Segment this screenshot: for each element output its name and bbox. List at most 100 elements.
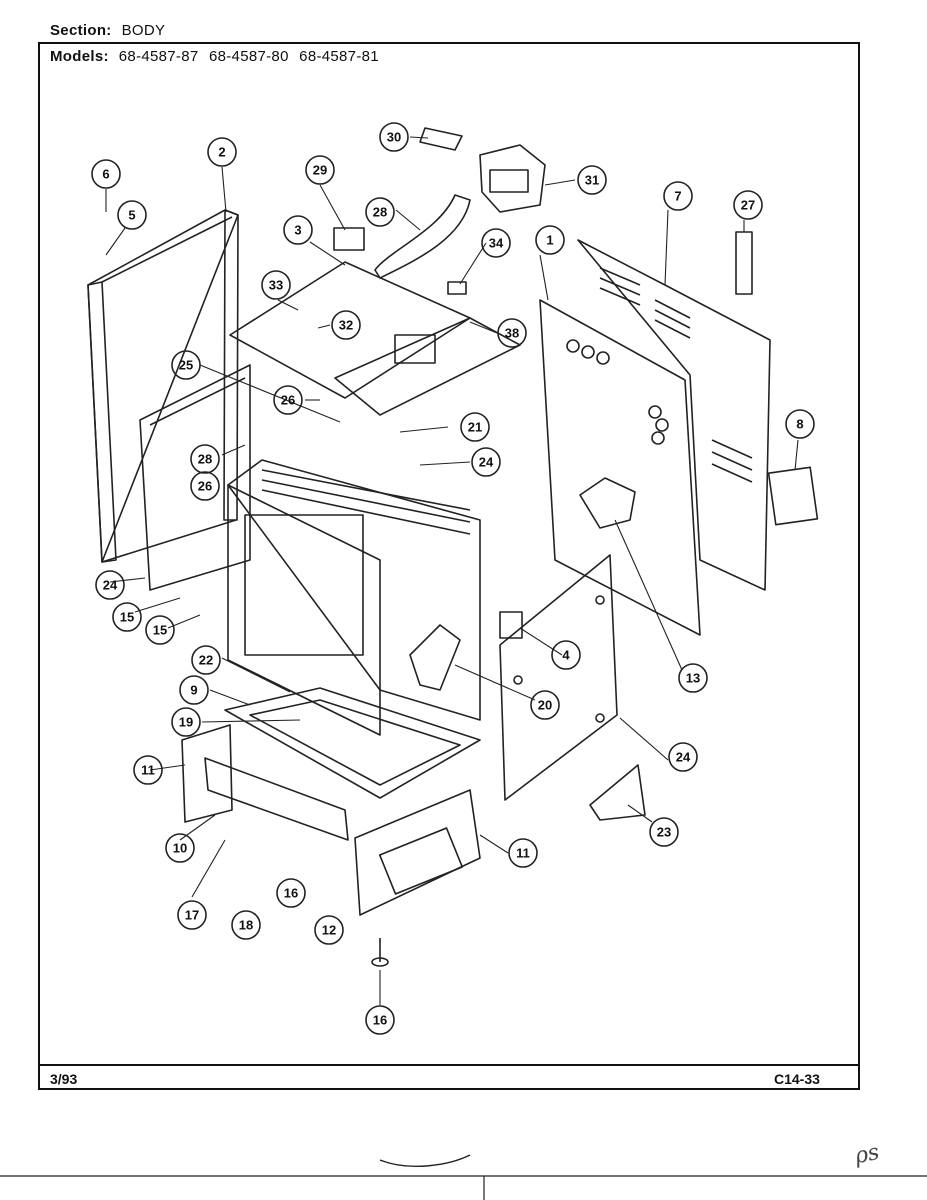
callout-number: 3: [294, 223, 301, 238]
callout-26: 25: [171, 350, 201, 380]
callout-number: 9: [190, 683, 197, 698]
callout-25: 24: [471, 447, 501, 477]
callout-number: 26: [198, 479, 212, 494]
callout-number: 25: [179, 358, 193, 373]
callout-number: 38: [505, 326, 519, 341]
pen-stroke: [379, 1154, 471, 1168]
callout-38: 38: [497, 318, 527, 348]
callout-1: 1: [535, 225, 565, 255]
callout-4: 4: [551, 640, 581, 670]
footer-divider: [38, 1064, 860, 1066]
part-gasket: [419, 127, 463, 151]
callout-16: 16: [365, 1005, 395, 1035]
callout-number: 33: [269, 278, 283, 293]
callout-5: 5: [117, 200, 147, 230]
part-oven-bottom: [224, 687, 481, 799]
callout-15: 15: [112, 602, 142, 632]
callout-18: 18: [231, 910, 261, 940]
callout-number: 7: [674, 189, 681, 204]
callout-number: 10: [173, 841, 187, 856]
callout-number: 32: [339, 318, 353, 333]
page-code: C14-33: [774, 1071, 820, 1087]
callout-number: 22: [199, 653, 213, 668]
callout-23: 23: [649, 817, 679, 847]
part-vent-duct: [479, 144, 546, 213]
callout-19: 19: [171, 707, 201, 737]
callout-number: 16: [373, 1013, 387, 1028]
handwritten-note: ρs: [852, 1139, 882, 1170]
models-heading: Models: 68-4587-87 68-4587-80 68-4587-81: [50, 48, 379, 65]
callout-number: 23: [657, 825, 671, 840]
callout-number: 30: [387, 130, 401, 145]
part-oven-liner: [227, 459, 481, 736]
part-side-shield-left: [139, 364, 251, 591]
callout-20: 20: [530, 690, 560, 720]
section-label: Section:: [50, 22, 112, 39]
callout-number: 2: [218, 145, 225, 160]
part-back-panel: [539, 299, 701, 636]
callout-number: 20: [538, 698, 552, 713]
models-value: 68-4587-87 68-4587-80 68-4587-81: [118, 48, 379, 65]
callout-number: 15: [120, 610, 134, 625]
part-hinge-receptacle: [499, 611, 523, 639]
part-side-panel-left: [87, 209, 239, 563]
callout-34: 31: [577, 165, 607, 195]
callout-37: 34: [481, 228, 511, 258]
revision-date: 3/93: [50, 1071, 78, 1087]
diagram-frame: [38, 42, 860, 1090]
part-rear-shield: [577, 239, 771, 591]
callout-number: 21: [468, 420, 482, 435]
callout-number: 34: [489, 236, 504, 251]
callout-35: 32: [331, 310, 361, 340]
callout-number: 24: [479, 455, 494, 470]
part-leveling-leg: [371, 938, 389, 967]
callout-number: 28: [198, 452, 212, 467]
callout-number: 11: [516, 846, 530, 861]
callout-12: 12: [314, 915, 344, 945]
callout-number: 6: [102, 167, 109, 182]
callout-11: 11: [133, 755, 163, 785]
callout-3: 3: [283, 215, 313, 245]
section-heading: Section: BODY: [50, 22, 165, 39]
part-base-frame: [181, 724, 481, 916]
callout-number: 26: [281, 393, 295, 408]
part-terminal-block: [735, 231, 753, 295]
callout-number: 17: [185, 908, 199, 923]
callout-number: 18: [239, 918, 253, 933]
callout-7: 7: [663, 181, 693, 211]
callout-number: 28: [373, 205, 387, 220]
section-value: BODY: [121, 22, 166, 39]
callout-29: 26: [190, 471, 220, 501]
callout-number: 29: [313, 163, 327, 178]
callout-22: 21: [460, 412, 490, 442]
part-clip: [447, 281, 467, 295]
callout-9: 9: [179, 675, 209, 705]
part-hinge: [409, 624, 461, 691]
callout-36: 33: [261, 270, 291, 300]
part-vent-tube: [374, 194, 471, 279]
callout-10: 10: [165, 833, 195, 863]
part-bracket: [589, 764, 646, 821]
callout-number: 16: [284, 886, 298, 901]
callout-number: 13: [686, 671, 700, 686]
callout-21: 22: [191, 645, 221, 675]
callout-number: 5: [128, 208, 135, 223]
models-label: Models:: [50, 48, 109, 65]
callout-number: 15: [153, 623, 167, 638]
part-thermostat: [333, 227, 365, 251]
callout-number: 24: [676, 750, 691, 765]
callout-number: 19: [179, 715, 193, 730]
callout-number: 12: [322, 923, 336, 938]
part-side-shield-right: [499, 554, 618, 801]
callout-number: 27: [741, 198, 755, 213]
callout-number: 1: [546, 233, 553, 248]
callout-30: 27: [733, 190, 763, 220]
callout-number: 8: [796, 417, 803, 432]
callout-8: 8: [785, 409, 815, 439]
part-vent-plate: [767, 466, 819, 526]
callout-31: 28: [365, 197, 395, 227]
callout-27: 26: [273, 385, 303, 415]
callout-number: 24: [103, 578, 118, 593]
callout-14: 15: [145, 615, 175, 645]
